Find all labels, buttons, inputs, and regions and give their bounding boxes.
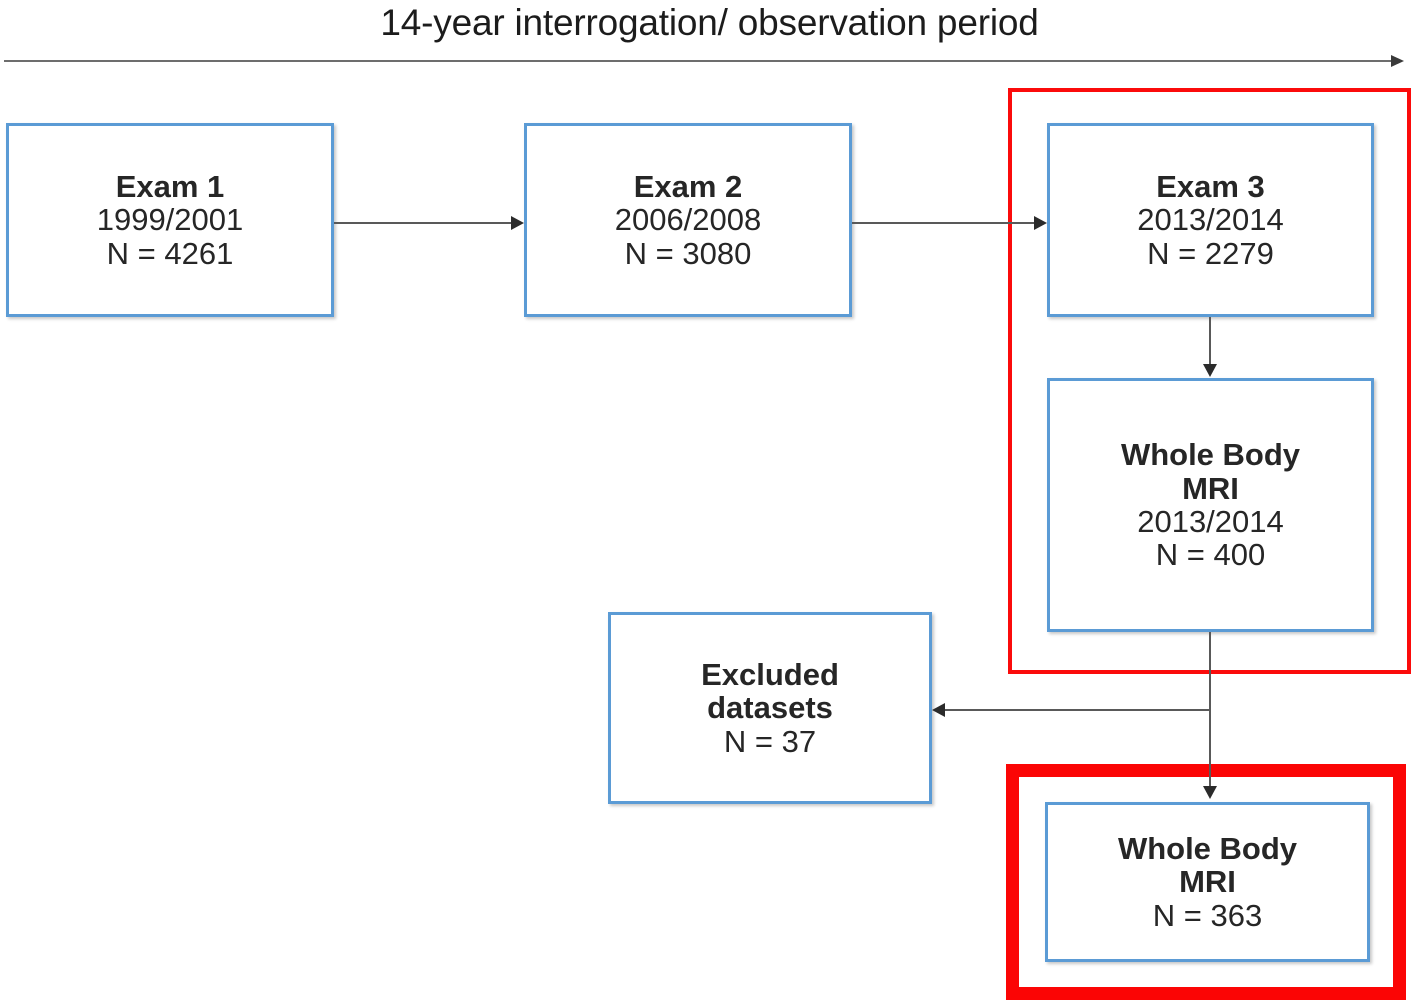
node-whole-body-mri-baseline-count: N = 400 <box>1155 537 1266 573</box>
node-whole-body-mri-final-title-line-2: MRI <box>1179 864 1236 900</box>
node-whole-body-mri-final[interactable]: Whole Body MRI N = 363 <box>1045 802 1370 962</box>
node-excluded-datasets[interactable]: Excluded datasets N = 37 <box>608 612 932 804</box>
page-title: 14-year interrogation/ observation perio… <box>380 2 1039 43</box>
node-whole-body-mri-baseline-title-line-1: Whole Body <box>1120 437 1301 473</box>
node-excluded-datasets-count: N = 37 <box>723 723 817 759</box>
node-whole-body-mri-baseline-title-line-2: MRI <box>1182 470 1239 506</box>
timeline-arrow-shaft <box>4 60 1394 62</box>
node-exam-3-title: Exam 3 <box>1156 168 1265 204</box>
node-whole-body-mri-baseline[interactable]: Whole Body MRI 2013/2014 N = 400 <box>1047 378 1374 632</box>
node-excluded-datasets-title-line-1: Excluded <box>701 656 839 692</box>
edge-exam2-to-exam3-arrowhead-icon <box>1034 216 1047 230</box>
edge-mri-baseline-to-excluded-arrowhead-icon <box>932 703 945 717</box>
node-exam-3-period: 2013/2014 <box>1137 202 1284 238</box>
timeline-arrow <box>4 55 1404 67</box>
node-exam-3[interactable]: Exam 3 2013/2014 N = 2279 <box>1047 123 1374 317</box>
timeline-arrow-head-icon <box>1391 55 1404 67</box>
node-exam-2[interactable]: Exam 2 2006/2008 N = 3080 <box>524 123 852 317</box>
node-exam-1-period: 1999/2001 <box>96 202 244 238</box>
node-excluded-datasets-title-line-2: datasets <box>707 690 833 726</box>
node-exam-1-count: N = 4261 <box>106 235 234 271</box>
edge-exam1-to-exam2-line <box>334 222 513 224</box>
node-whole-body-mri-baseline-period: 2013/2014 <box>1137 504 1284 539</box>
node-exam-1-title: Exam 1 <box>115 168 225 204</box>
node-exam-3-count: N = 2279 <box>1147 235 1274 271</box>
node-exam-1[interactable]: Exam 1 1999/2001 N = 4261 <box>6 123 334 317</box>
mri-final-frame <box>1006 764 1406 1000</box>
edge-exam2-to-exam3-line <box>852 222 1034 224</box>
edge-exam3-to-mri-baseline-arrowhead-icon <box>1203 364 1217 377</box>
edge-mri-baseline-to-mri-final-line <box>1209 632 1211 787</box>
node-whole-body-mri-final-title-line-1: Whole Body <box>1117 830 1298 866</box>
node-exam-2-count: N = 3080 <box>624 235 752 271</box>
edge-mri-baseline-to-mri-final-arrowhead-icon <box>1203 786 1217 799</box>
node-whole-body-mri-final-count: N = 363 <box>1152 897 1263 933</box>
node-exam-2-period: 2006/2008 <box>614 202 762 238</box>
edge-exam1-to-exam2-arrowhead-icon <box>511 216 524 230</box>
edge-mri-baseline-to-excluded-line <box>945 709 1210 711</box>
node-exam-2-title: Exam 2 <box>633 168 743 204</box>
edge-exam3-to-mri-baseline-line <box>1209 317 1211 365</box>
